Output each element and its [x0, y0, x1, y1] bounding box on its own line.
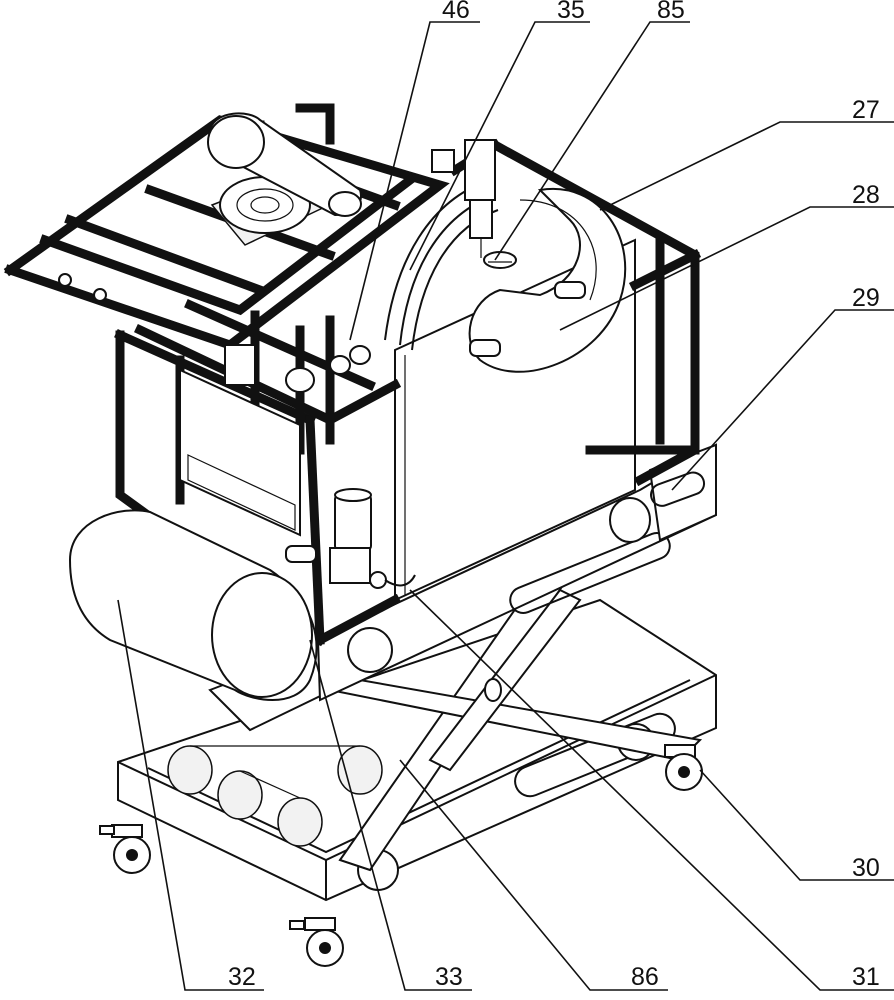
reference-labels: 46 35 85 27 28 29 30 32 33 86 31: [228, 0, 880, 991]
label-28: 28: [852, 181, 880, 209]
upper-platform: [316, 443, 717, 702]
label-33: 33: [435, 963, 463, 991]
label-30: 30: [852, 854, 880, 882]
label-32: 32: [228, 963, 256, 991]
label-35: 35: [557, 0, 585, 24]
label-85: 85: [657, 0, 685, 24]
caster-front-left: [99, 824, 151, 874]
caster-rear-right: [664, 744, 703, 791]
label-31: 31: [852, 963, 880, 991]
pump-unit: [285, 488, 416, 589]
caster-front-right: [289, 917, 344, 967]
leader-lines: [117, 21, 894, 991]
top-motor: [207, 112, 362, 246]
label-86: 86: [631, 963, 659, 991]
arc-track: [384, 179, 627, 373]
label-46: 46: [442, 0, 470, 24]
label-27: 27: [852, 96, 880, 124]
label-29: 29: [852, 284, 880, 312]
tank: [68, 509, 318, 701]
rollers: [167, 745, 383, 847]
inner-panel: [179, 368, 301, 537]
shelf-fittings: [58, 273, 371, 393]
vertical-actuator: [431, 139, 517, 269]
